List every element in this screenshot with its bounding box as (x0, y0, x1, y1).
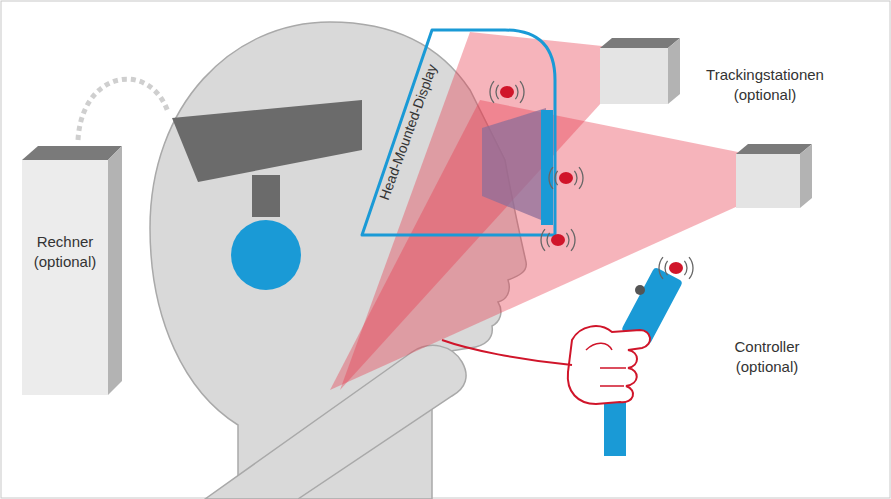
computer-side (108, 146, 122, 395)
signal-wave (659, 257, 663, 279)
head-mounted-display-outline (362, 30, 555, 235)
signal-wave (496, 85, 499, 99)
headphone (231, 220, 301, 290)
head-strap (172, 100, 362, 182)
signal-wave (571, 229, 575, 251)
component-label: Controller (optional) (712, 337, 822, 377)
finger-lines (586, 343, 626, 386)
signal-wave (520, 81, 524, 103)
signal-wave (490, 81, 494, 103)
arm (205, 345, 466, 499)
strap-holder (252, 175, 280, 217)
signal-wave (541, 229, 545, 251)
node-text: Rechner (optional) (26, 232, 104, 272)
signal-wave (515, 85, 518, 99)
signal-wave (689, 257, 693, 279)
sensor (669, 262, 683, 274)
sensors (490, 81, 693, 279)
computer-top (22, 146, 122, 160)
signal-wave (665, 261, 668, 275)
sensor (500, 86, 514, 98)
sensor (551, 234, 565, 246)
wrist (442, 340, 572, 365)
tracking-station (600, 38, 680, 104)
signal-wave (579, 167, 583, 189)
computer-box: Rechner (optional) (22, 160, 108, 395)
signal-wave (547, 233, 550, 247)
tracking-beam (330, 100, 738, 390)
component-label: Trackingstationen (optional) (690, 65, 840, 105)
signal-wave (684, 261, 687, 275)
hand (568, 326, 650, 404)
sensor (559, 172, 573, 184)
signal-wave (566, 233, 569, 247)
display-panel (541, 110, 553, 225)
tracking-station (736, 144, 812, 208)
controller-button (635, 285, 645, 295)
signal-wave (574, 171, 577, 185)
cable (78, 79, 168, 140)
signal-wave (549, 167, 553, 189)
signal-wave (555, 171, 558, 185)
lens (482, 108, 546, 222)
